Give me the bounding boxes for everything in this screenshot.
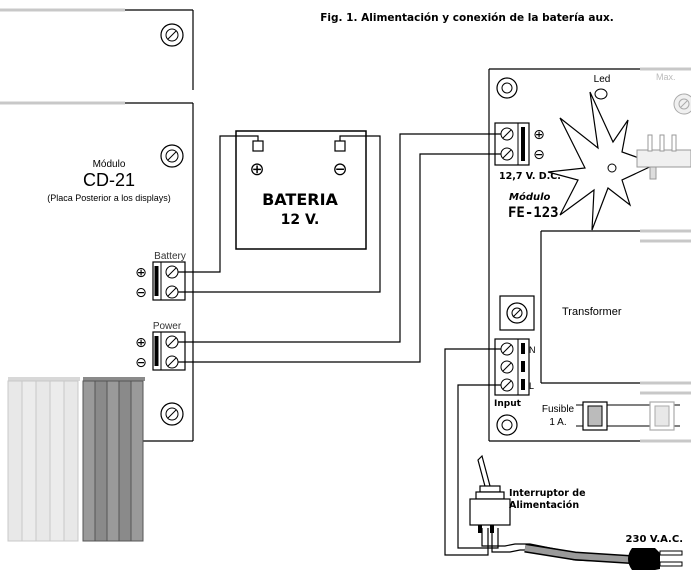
fuse-icon [576,401,680,431]
switch-label-line1: Interruptor de [509,488,586,499]
battery: ⊕ ⊖ BATERIA 12 V. [235,130,367,250]
screw-hole-icon [160,144,184,168]
transformer-label: Transformer [562,306,622,318]
input-l-label: L [529,381,534,391]
battery-minus-symbol: ⊖ [332,159,347,179]
dc-output-terminal [494,122,530,166]
cd21-main-panel: Módulo CD-21 (Placa Posterior a los disp… [0,101,194,442]
fe123-board: Led Max. ⊕ ⊖ 12,7 V. D.C. Módulo FE-1 [488,67,691,443]
display-connector-strips [7,377,145,542]
input-label: Input [494,399,522,409]
dc-output-label: 12,7 V. D.C. [499,171,561,182]
cd21-subtitle: (Placa Posterior a los displays) [47,193,171,203]
cd21-top-panel [0,8,194,90]
fuse-label-1: Fusible [542,404,575,415]
wire-mains-l [457,384,501,549]
screw-hole-icon [496,77,518,99]
screw-hole-icon [160,23,184,47]
wire-battery-minus [178,135,381,293]
cd21-power-minus: ⊖ [135,354,147,370]
fe123-module-label: Módulo [509,191,551,203]
fuse-label-2: 1 A. [549,417,566,428]
battery-terminal-label: Battery [154,251,186,262]
battery-name: BATERIA [262,190,338,209]
mains-voltage-label: 230 V.A.C. [626,534,683,545]
wire-power-plus [178,133,501,343]
battery-voltage: 12 V. [281,212,320,228]
cd21-module-label: Módulo [93,159,126,170]
fe123-dc-plus: ⊕ [533,126,545,142]
input-n-label: N [529,345,536,355]
input-terminal-block [494,338,530,396]
cd21-battery-minus: ⊖ [135,284,147,300]
power-terminal-block [152,331,186,371]
wire-battery-plus [178,135,259,273]
mains-cable [524,543,639,565]
switch-label-line2: Alimentación [509,500,579,511]
heatsink-icon [547,91,658,231]
potentiometer-icon [673,93,691,115]
screw-hole-icon [160,402,184,426]
wire-power-minus [178,153,501,363]
figure-title: Fig. 1. Alimentación y conexión de la ba… [320,12,613,24]
battery-terminal-block [152,261,186,301]
transformer: Transformer [540,229,691,385]
max-label: Max. [656,72,676,82]
plug-icon [628,548,683,570]
screw-hole-icon [496,414,518,436]
toggle-switch-icon [469,454,511,533]
cd21-power-plus: ⊕ [135,334,147,350]
power-terminal-label: Power [153,321,182,332]
connector-icon [636,134,691,180]
cd21-battery-plus: ⊕ [135,264,147,280]
led-icon [594,88,608,100]
battery-plus-symbol: ⊕ [249,159,264,179]
fe123-dc-minus: ⊖ [533,146,545,162]
screw-hole-icon [499,295,535,331]
terminal-screw-icon [500,360,514,374]
cd21-model: CD-21 [83,170,135,190]
led-label: Led [594,74,611,85]
fe123-model: FE-123 [508,205,559,221]
